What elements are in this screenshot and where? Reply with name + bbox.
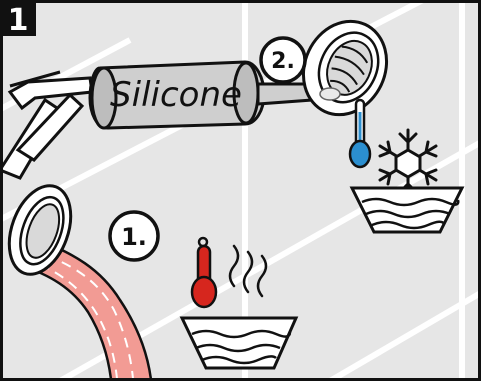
caulk-gun-label: Silicone xyxy=(110,75,242,115)
step-1-label: 1. xyxy=(121,223,147,251)
hot-water-icon xyxy=(179,236,299,370)
panel-number: 1 xyxy=(8,3,29,38)
step-2-badge: 2. xyxy=(259,36,307,84)
silicone-bead xyxy=(319,87,341,101)
panel-number-badge: 1 xyxy=(0,0,36,38)
step-2-label: 2. xyxy=(271,49,295,74)
cold-water-icon xyxy=(348,98,465,234)
wall-flange-left xyxy=(7,184,73,276)
steam-lines xyxy=(228,244,268,298)
step-1-badge: 1. xyxy=(108,210,160,262)
shower-hose xyxy=(18,233,152,378)
wall-flange-right xyxy=(301,19,389,117)
